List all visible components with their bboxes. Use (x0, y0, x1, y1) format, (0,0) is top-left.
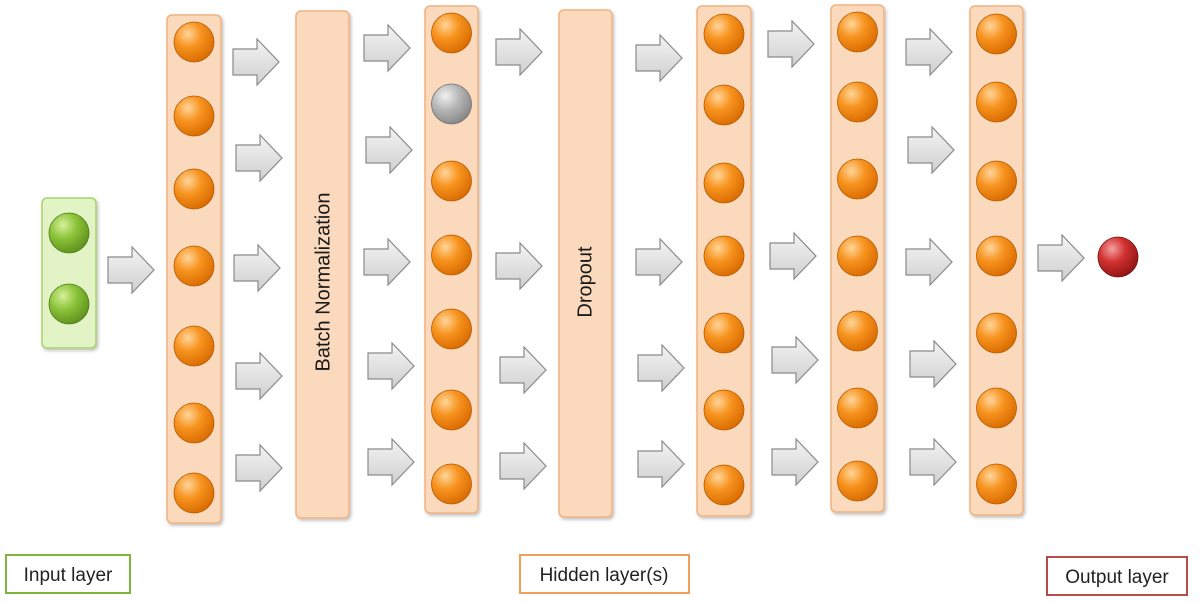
flow-arrow-icon (767, 19, 815, 69)
output-layer-caption-text: Output layer (1065, 567, 1169, 588)
dense-5-node (976, 463, 1017, 505)
dense-1-node (173, 168, 215, 210)
dense-1-node (173, 402, 215, 444)
dense-4-node (837, 235, 878, 277)
dense-3-node (703, 464, 745, 506)
dense-4-node (837, 310, 878, 352)
flow-arrows (107, 19, 1085, 493)
flow-arrow-icon (635, 237, 683, 287)
flow-arrow-icon (232, 37, 280, 87)
dense-3-node (703, 162, 745, 204)
flow-arrow-icon (495, 27, 543, 77)
dense-1-node (173, 21, 215, 63)
output-node (1097, 236, 1139, 278)
dense-1-node (173, 325, 215, 367)
dense-4-node (837, 158, 878, 200)
flow-arrow-icon (499, 345, 547, 395)
hidden-layers-caption: Hidden layer(s) (519, 554, 690, 594)
flow-arrow-icon (235, 133, 283, 183)
output-layer-caption-box (1046, 556, 1188, 596)
flow-arrow-icon (363, 237, 411, 287)
dense-4-node (837, 11, 878, 53)
flow-arrow-icon (771, 437, 819, 487)
hidden-layers-caption-box (519, 554, 690, 594)
dense-3-node (703, 389, 745, 431)
dense-5-node (976, 312, 1017, 354)
flow-arrow-icon (367, 341, 415, 391)
input-node (48, 283, 90, 325)
flow-arrow-icon (235, 443, 283, 493)
dense-3-node (703, 13, 745, 55)
flow-arrow-icon (909, 437, 957, 487)
flow-arrow-icon (499, 441, 547, 491)
dense-5-node (976, 387, 1017, 429)
flow-arrow-icon (909, 339, 957, 389)
dense-2-node (431, 160, 472, 202)
flow-arrow-icon (637, 343, 685, 393)
dense-5-node (976, 13, 1017, 55)
dense-3-node (703, 235, 745, 277)
dense-5-node (976, 81, 1017, 123)
dropout-box (558, 9, 613, 518)
dense-4-node (837, 387, 878, 429)
flow-arrow-icon (367, 437, 415, 487)
dense-2-node (431, 234, 472, 276)
flow-arrow-icon (1037, 233, 1085, 283)
input-layer-caption-text: Input layer (24, 565, 113, 586)
dense-2-node (431, 12, 472, 54)
dense-2-node (431, 308, 472, 350)
dense-5-node (976, 235, 1017, 277)
hidden-layers-caption-text: Hidden layer(s) (540, 565, 669, 586)
dropout-label: Dropout (574, 246, 596, 318)
batch-normalization-label: Batch Normalization (312, 193, 334, 372)
input-layer-caption-box (5, 554, 131, 594)
dense-2-node (431, 463, 472, 505)
flow-arrow-icon (769, 231, 817, 281)
flow-arrow-icon (907, 125, 955, 175)
flow-arrow-icon (363, 23, 411, 73)
batchnorm-box (295, 10, 350, 519)
flow-arrow-icon (635, 33, 683, 83)
dense-4-node (837, 81, 878, 123)
dense-1-node (173, 245, 215, 287)
dropped-node (431, 83, 472, 125)
dense-4-node (837, 460, 878, 502)
flow-arrow-icon (637, 439, 685, 489)
dense-3-node (703, 312, 745, 354)
dense-2-node (431, 389, 472, 431)
input-layer-caption: Input layer (5, 554, 131, 594)
flow-arrow-icon (233, 243, 281, 293)
dense-3-node (703, 84, 745, 126)
dense-1-node (173, 95, 215, 137)
flow-arrow-icon (495, 241, 543, 291)
dense-1-node (173, 472, 215, 514)
flow-arrow-icon (905, 237, 953, 287)
output-layer-caption: Output layer (1046, 556, 1188, 596)
flow-arrow-icon (771, 335, 819, 385)
neurons (48, 11, 1139, 514)
flow-arrow-icon (235, 351, 283, 401)
dense-5-node (976, 160, 1017, 202)
flow-arrow-icon (107, 245, 155, 295)
input-node (48, 212, 90, 254)
flow-arrow-icon (365, 125, 413, 175)
flow-arrow-icon (905, 27, 953, 77)
